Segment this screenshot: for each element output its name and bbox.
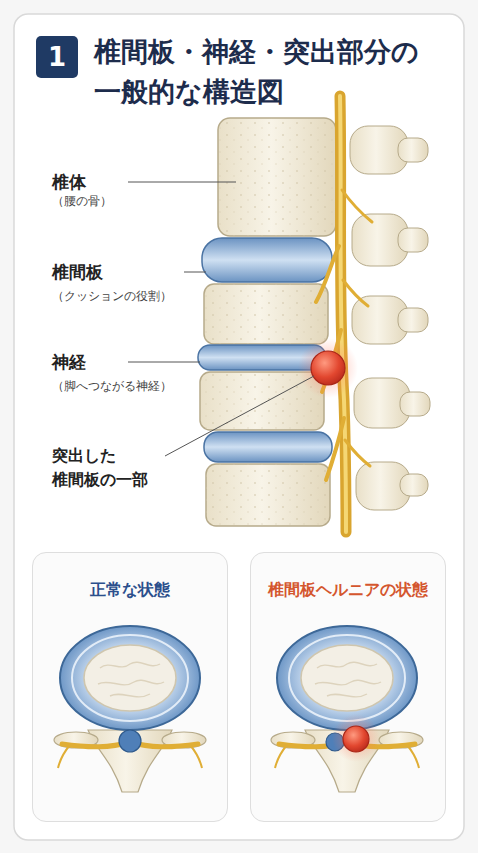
vertebral-body	[204, 284, 328, 344]
herniated-cross-section	[332, 714, 380, 762]
state-panel: 椎間板ヘルニアの状態	[250, 552, 446, 822]
nerve	[340, 96, 346, 532]
title: 椎間板・神経・突出部分の 一般的な構造図	[94, 32, 446, 112]
part-note: （腰の骨）	[52, 194, 112, 208]
leader-line	[184, 272, 206, 273]
herniated-cross-section	[271, 626, 423, 792]
normal-cross-section	[54, 626, 206, 792]
callout-number: 1	[36, 36, 78, 78]
leader-line	[128, 362, 200, 363]
part-name: 突出した 椎間板の一部	[52, 444, 162, 492]
normal-cross-section	[54, 626, 206, 792]
herniated-cross-section	[271, 626, 423, 792]
vertebral-body	[218, 118, 336, 236]
vertebral-body	[204, 284, 328, 344]
nerve	[340, 96, 346, 532]
card	[14, 14, 464, 840]
nerve	[342, 190, 372, 222]
disc	[202, 238, 332, 282]
card	[14, 14, 464, 840]
state-panel: 正常な状態	[32, 552, 228, 822]
herniation	[298, 338, 358, 398]
posterior-bone	[350, 126, 430, 510]
disc	[204, 432, 332, 462]
nerve	[343, 280, 368, 306]
herniated-cross-section	[343, 726, 369, 752]
posterior-bone	[400, 392, 430, 416]
vertebral-body	[200, 118, 336, 526]
leader-line	[128, 182, 236, 183]
posterior-bone	[398, 138, 428, 162]
leader-line	[165, 376, 314, 456]
part-name: 椎体	[52, 172, 86, 192]
normal-cross-section	[119, 730, 141, 752]
vertebral-body	[218, 118, 336, 236]
vertebral-body	[206, 464, 330, 526]
card	[32, 552, 228, 822]
posterior-bone	[398, 308, 428, 332]
panel-heading: 椎間板ヘルニアの状態	[251, 579, 445, 601]
nerve	[345, 440, 370, 466]
leader-line	[128, 182, 314, 456]
posterior-bone	[400, 474, 428, 496]
panel-heading: 正常な状態	[33, 579, 227, 601]
part-note: （脚へつながる神経）	[52, 379, 172, 393]
part-name: 神経	[52, 352, 86, 372]
part-name: 椎間板	[52, 262, 103, 282]
herniation	[311, 351, 345, 385]
nerve	[316, 96, 372, 532]
nerve	[316, 246, 339, 302]
herniation	[298, 338, 358, 398]
part-note: （クッションの役割）	[52, 289, 172, 303]
vertebral-body	[206, 464, 330, 526]
posterior-bone	[398, 228, 428, 252]
card	[250, 552, 446, 822]
nerve	[326, 418, 344, 480]
